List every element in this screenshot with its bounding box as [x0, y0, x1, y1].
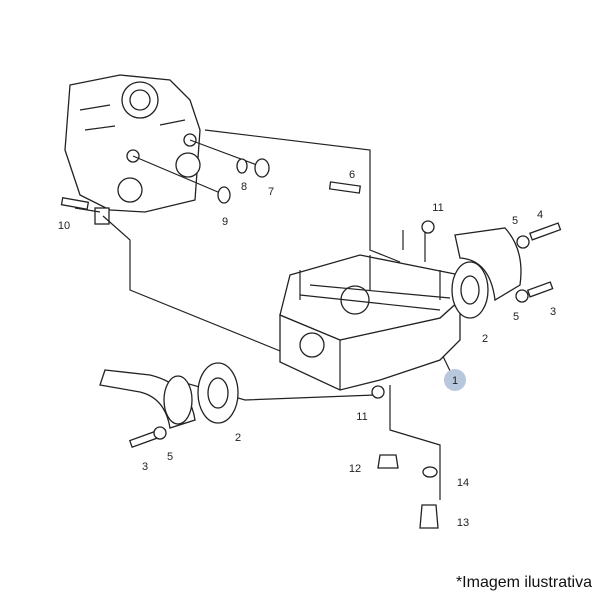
- callout-3: 3: [550, 306, 556, 318]
- oil-cooler-housing: [279, 254, 461, 391]
- callout-7: 7: [268, 186, 274, 198]
- callout-12: 12: [349, 463, 361, 475]
- callout-2: 2: [482, 333, 488, 345]
- callout-5: 5: [167, 451, 173, 463]
- callout-11: 11: [432, 202, 443, 214]
- callout-highlight: [444, 369, 466, 391]
- callout-10: 10: [58, 220, 70, 232]
- callout-11: 11: [356, 411, 367, 423]
- callout-9: 9: [222, 216, 228, 228]
- callout-5: 5: [513, 311, 519, 323]
- small-parts: [60, 158, 562, 529]
- callout-4: 4: [537, 209, 543, 221]
- callout-13: 13: [457, 517, 469, 529]
- callout-5: 5: [512, 215, 518, 227]
- callout-8: 8: [241, 181, 247, 193]
- callout-labels: 10 9 8 7 6 11 5 4 3 5 2 1 11 2 3 5 12 14…: [58, 169, 556, 529]
- callout-3: 3: [142, 461, 148, 473]
- elbows-and-gaskets: [99, 227, 522, 429]
- callout-14: 14: [457, 477, 469, 489]
- callout-2: 2: [235, 432, 241, 444]
- callout-6: 6: [349, 169, 355, 181]
- engine-block: [64, 74, 201, 225]
- callout-1: 1: [452, 375, 458, 387]
- illustrative-image-caption: *Imagem ilustrativa: [455, 574, 592, 591]
